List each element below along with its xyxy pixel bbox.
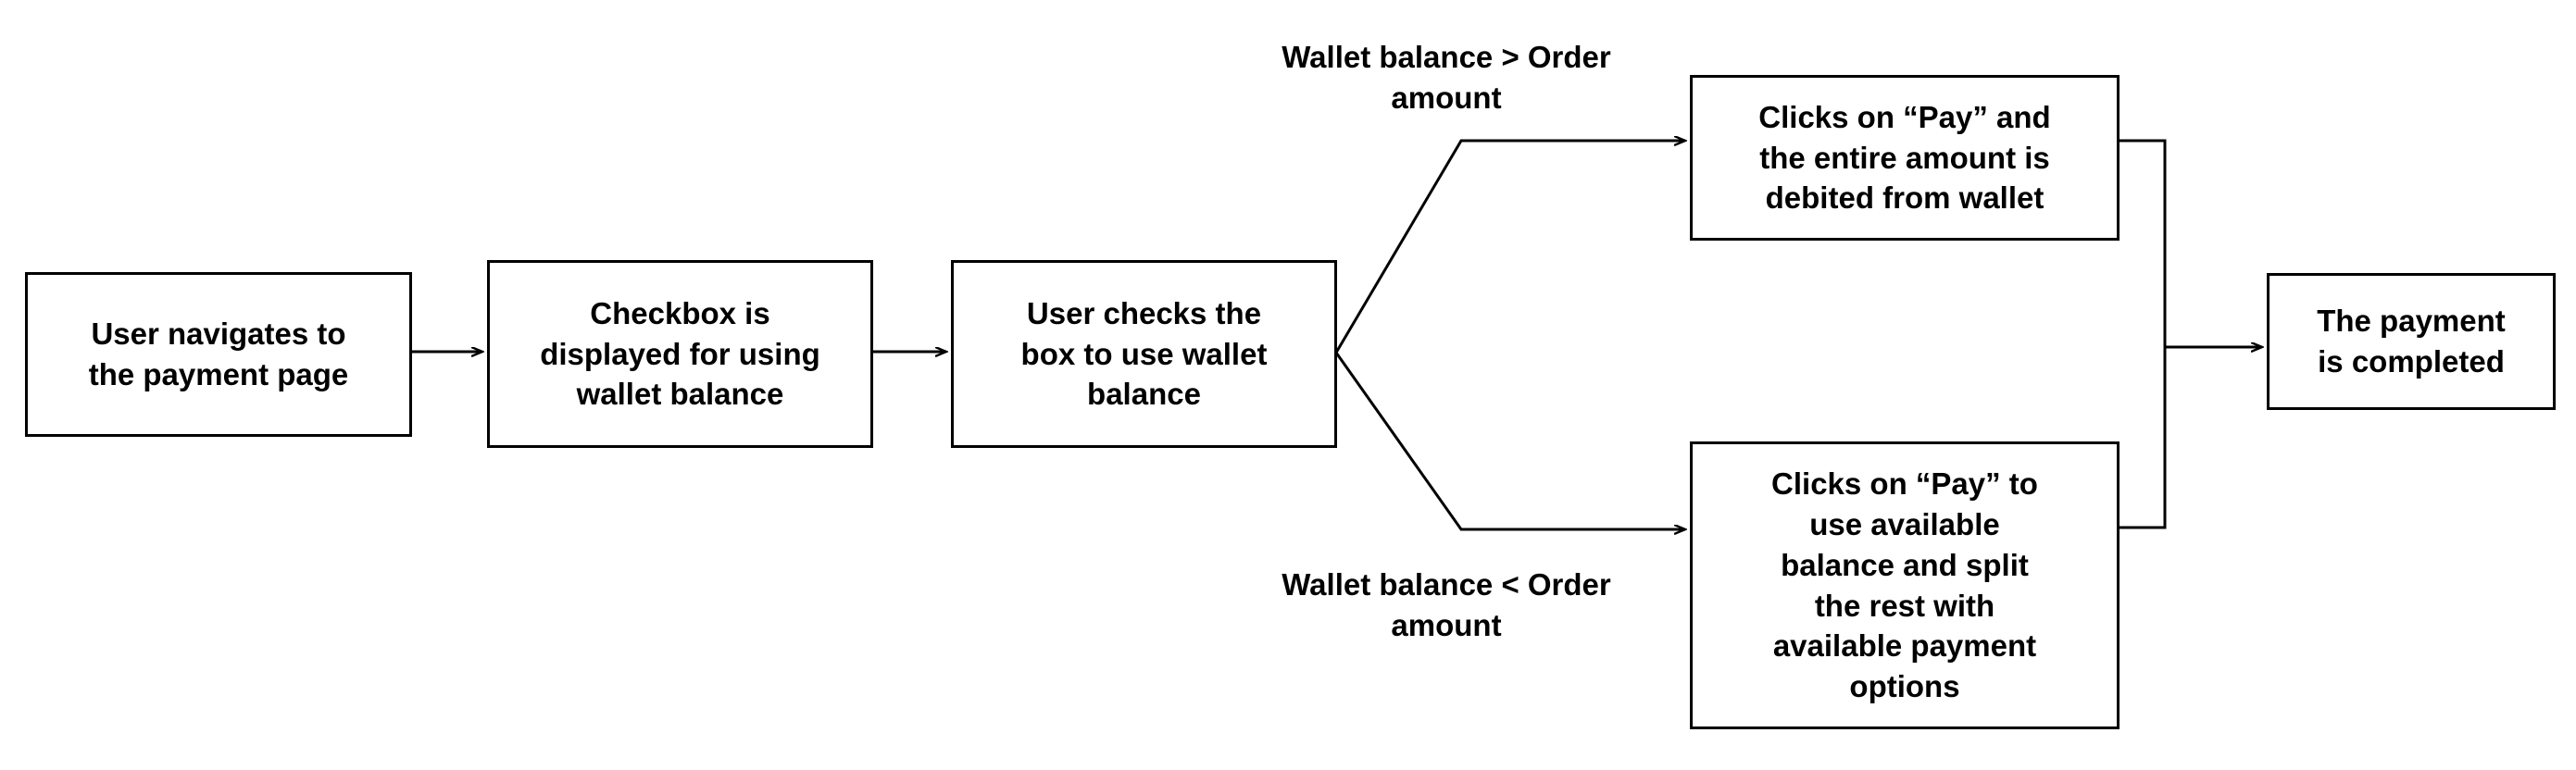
- node-label: User checks the box to use wallet balanc…: [1020, 295, 1268, 412]
- node-pay-split-with-other-options[interactable]: Clicks on “Pay” to use available balance…: [1690, 441, 2120, 729]
- node-label: Clicks on “Pay” and the entire amount is…: [1758, 99, 2051, 216]
- node-label: The payment is completed: [2317, 304, 2506, 379]
- node-checkbox-displayed[interactable]: Checkbox is displayed for using wallet b…: [487, 260, 873, 448]
- edge-label-wallet-greater-than-order: Wallet balance > Order amount: [1282, 40, 1611, 115]
- node-payment-completed[interactable]: The payment is completed: [2267, 273, 2556, 410]
- node-pay-full-from-wallet[interactable]: Clicks on “Pay” and the entire amount is…: [1690, 75, 2120, 241]
- edge-pay-full-to-merge: [2120, 139, 2167, 348]
- edge-user-checks-to-pay-full: [1334, 141, 1685, 354]
- node-user-navigates-to-payment-page[interactable]: User navigates to the payment page: [25, 272, 412, 437]
- node-user-checks-box[interactable]: User checks the box to use wallet balanc…: [951, 260, 1337, 448]
- edge-pay-split-to-merge: [2120, 348, 2167, 529]
- edge-label-wallet-less-than-order: Wallet balance < Order amount: [1282, 567, 1611, 642]
- node-label: Clicks on “Pay” to use available balance…: [1771, 466, 2038, 704]
- edge-user-checks-to-pay-split: [1334, 352, 1685, 529]
- node-label: Checkbox is displayed for using wallet b…: [540, 295, 820, 412]
- node-label: User navigates to the payment page: [88, 317, 349, 391]
